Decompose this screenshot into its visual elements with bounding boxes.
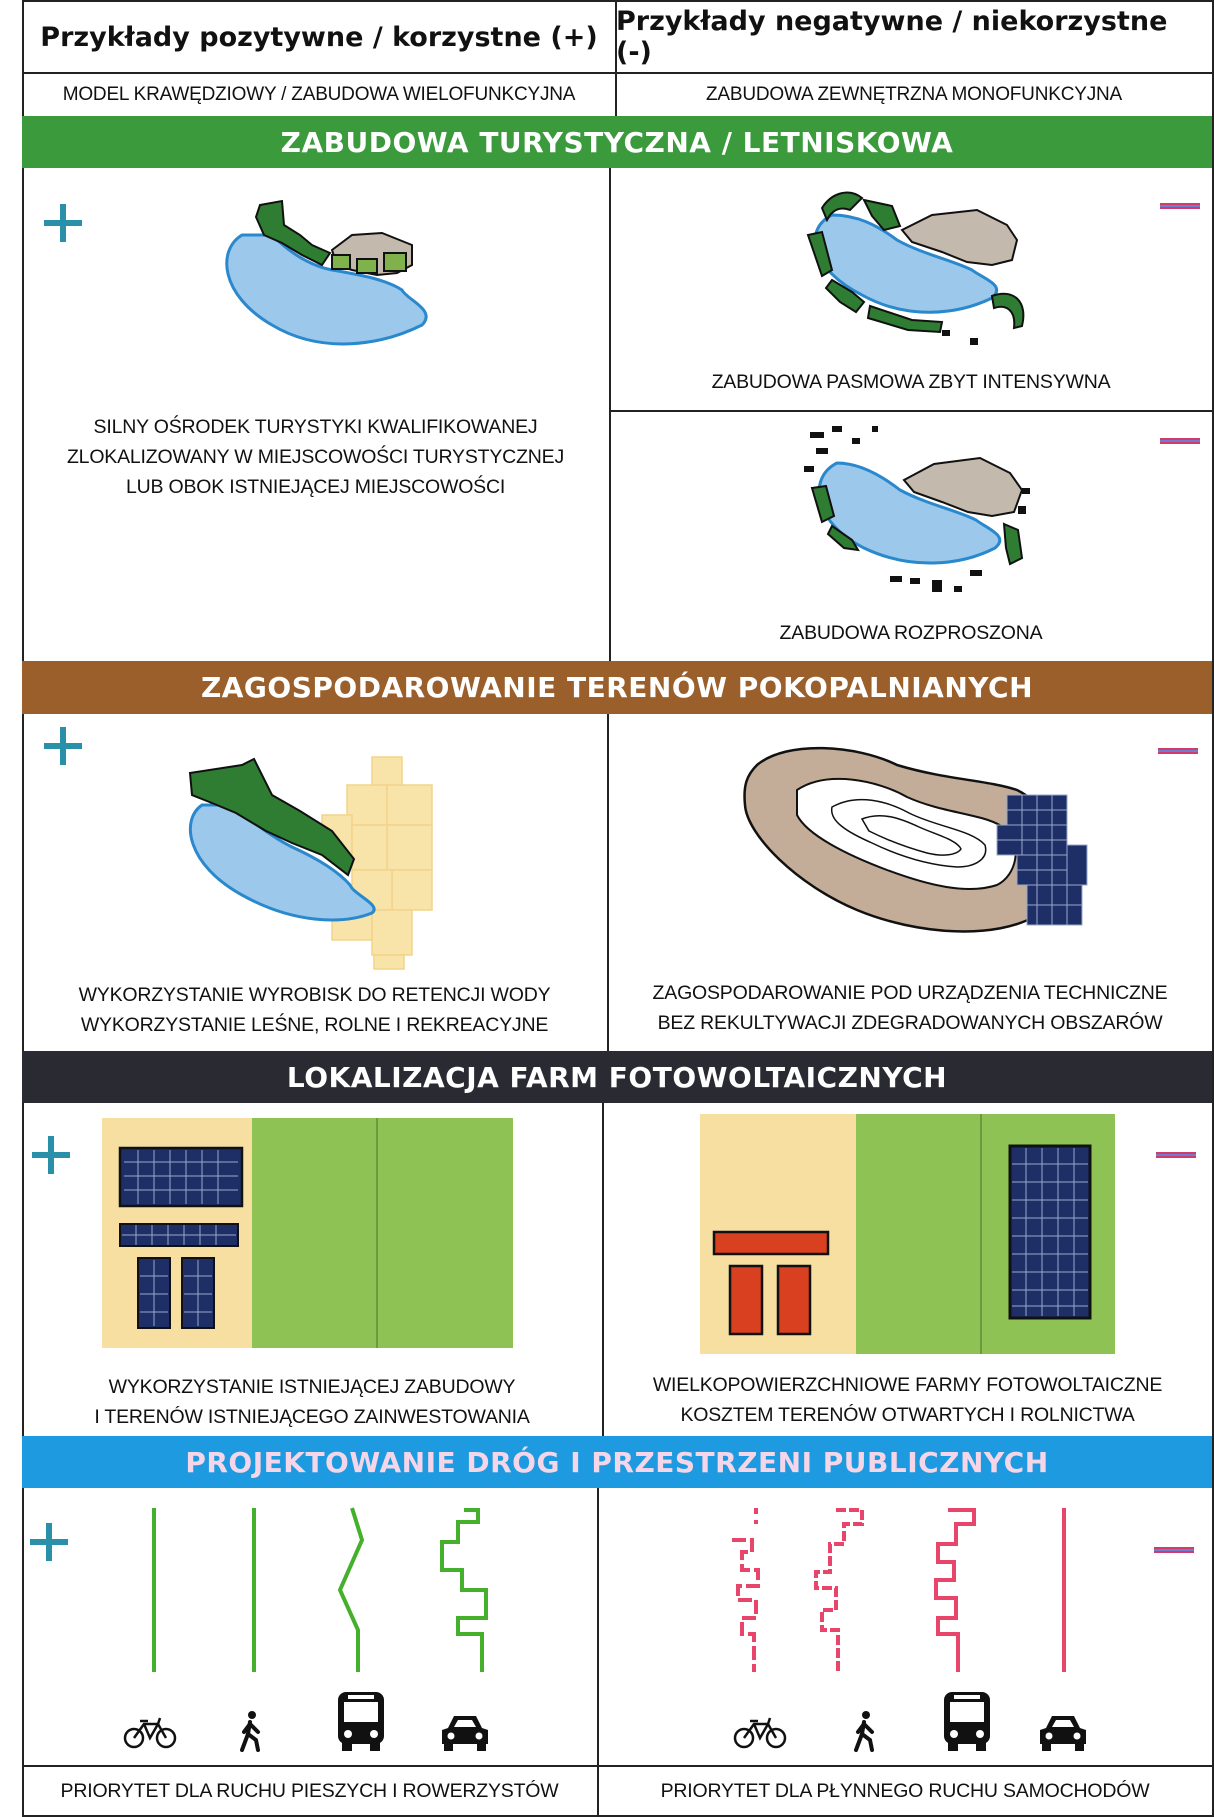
table-border <box>22 0 1214 1817</box>
tourism-negative-diagram-1 <box>806 191 1025 345</box>
roads-positive-caption: PRIORYTET DLA RUCHU PIESZYCH I ROWERZYST… <box>60 1780 559 1802</box>
postmining-negative-diagram <box>743 746 1088 933</box>
tourism-positive-diagram <box>225 199 428 346</box>
divider <box>607 714 609 1051</box>
caption-line: ZLOKALIZOWANY W MIEJSCOWOŚCI TURYSTYCZNE… <box>66 446 565 468</box>
caption-line: BEZ REKULTYWACJI ZDEGRADOWANYCH OBSZARÓW <box>657 1012 1163 1034</box>
header-positive: Przykłady pozytywne / korzystne (+) <box>40 21 598 53</box>
section-title-pv: LOKALIZACJA FARM FOTOWOLTAICZNYCH <box>22 1051 1212 1103</box>
subheader-negative: ZABUDOWA ZEWNĘTRZNA MONOFUNKCYJNA <box>706 84 1122 105</box>
comparison-table: Przykłady pozytywne / korzystne (+) Przy… <box>22 0 1214 1817</box>
caption-line: I TERENÓW ISTNIEJĄCEGO ZAINWESTOWANIA <box>94 1406 530 1428</box>
section-title-postmining: ZAGOSPODAROWANIE TERENÓW POKOPALNIANYCH <box>22 661 1212 714</box>
plus-icon <box>44 204 82 242</box>
minus-icon <box>1154 1547 1194 1553</box>
postmining-positive-diagram <box>188 756 433 970</box>
caption-line: WYKORZYSTANIE WYROBISK DO RETENCJI WODY <box>78 984 551 1006</box>
minus-icon <box>1160 203 1200 209</box>
pv-positive-caption: WYKORZYSTANIE ISTNIEJĄCEJ ZABUDOWY I TER… <box>22 1372 602 1432</box>
postmining-negative-caption: ZAGOSPODAROWANIE POD URZĄDZENIA TECHNICZ… <box>608 978 1212 1038</box>
bus-icon <box>944 1692 990 1751</box>
divider <box>615 0 617 116</box>
minus-icon <box>1160 438 1200 444</box>
caption-line: SILNY OŚRODEK TURYSTYKI KWALIFIKOWANEJ <box>93 416 538 438</box>
tourism-positive-caption: SILNY OŚRODEK TURYSTYKI KWALIFIKOWANEJ Z… <box>22 412 609 502</box>
divider <box>602 1103 604 1436</box>
roads-negative-paths <box>732 1508 1066 1672</box>
caption-line: KOSZTEM TERENÓW OTWARTYCH I ROLNICTWA <box>680 1404 1135 1426</box>
divider <box>22 1765 1212 1767</box>
caption-line: WYKORZYSTANIE LEŚNE, ROLNE I REKREACYJNE <box>80 1014 549 1036</box>
car-icon <box>442 1716 488 1751</box>
car-icon <box>1040 1716 1086 1751</box>
minus-icon <box>1158 748 1198 754</box>
header-negative: Przykłady negatywne / niekorzystne (-) <box>616 6 1168 68</box>
tourism-negative-caption-1: ZABUDOWA PASMOWA ZBYT INTENSYWNA <box>711 371 1111 393</box>
tourism-negative-caption-2: ZABUDOWA ROZPROSZONA <box>779 622 1043 644</box>
divider <box>22 72 1212 74</box>
pv-negative-caption: WIELKOPOWIERZCHNIOWE FARMY FOTOWOLTAICZN… <box>603 1370 1212 1430</box>
caption-line: ZAGOSPODAROWANIE POD URZĄDZENIA TECHNICZ… <box>652 982 1168 1004</box>
roads-negative-caption: PRIORYTET DLA PŁYNNEGO RUCHU SAMOCHODÓW <box>660 1780 1150 1802</box>
roads-positive-paths <box>152 1507 488 1672</box>
pedestrian-icon <box>854 1711 874 1752</box>
caption-line: WYKORZYSTANIE ISTNIEJĄCEJ ZABUDOWY <box>108 1376 516 1398</box>
bicycle-icon <box>123 1717 177 1749</box>
subheader-positive: MODEL KRAWĘDZIOWY / ZABUDOWA WIELOFUNKCY… <box>62 84 576 105</box>
pv-positive-diagram <box>102 1118 513 1348</box>
bus-icon <box>338 1692 384 1751</box>
pedestrian-icon <box>240 1711 260 1752</box>
plus-icon <box>30 1523 68 1561</box>
postmining-positive-caption: WYKORZYSTANIE WYROBISK DO RETENCJI WODY … <box>22 980 607 1040</box>
section-title-tourism: ZABUDOWA TURYSTYCZNA / LETNISKOWA <box>22 116 1212 168</box>
divider <box>609 168 611 661</box>
divider <box>597 1488 599 1815</box>
bicycle-icon <box>733 1717 787 1749</box>
caption-line: WIELKOPOWIERZCHNIOWE FARMY FOTOWOLTAICZN… <box>652 1374 1163 1396</box>
minus-icon <box>1156 1152 1196 1158</box>
tourism-negative-diagram-2 <box>804 426 1030 592</box>
plus-icon <box>32 1136 70 1174</box>
pv-negative-diagram <box>700 1114 1115 1354</box>
divider <box>610 410 1212 412</box>
caption-line: LUB OBOK ISTNIEJĄCEJ MIEJSCOWOŚCI <box>125 476 506 498</box>
plus-icon <box>44 727 82 765</box>
section-title-roads: PROJEKTOWANIE DRÓG I PRZESTRZENI PUBLICZ… <box>22 1436 1212 1488</box>
